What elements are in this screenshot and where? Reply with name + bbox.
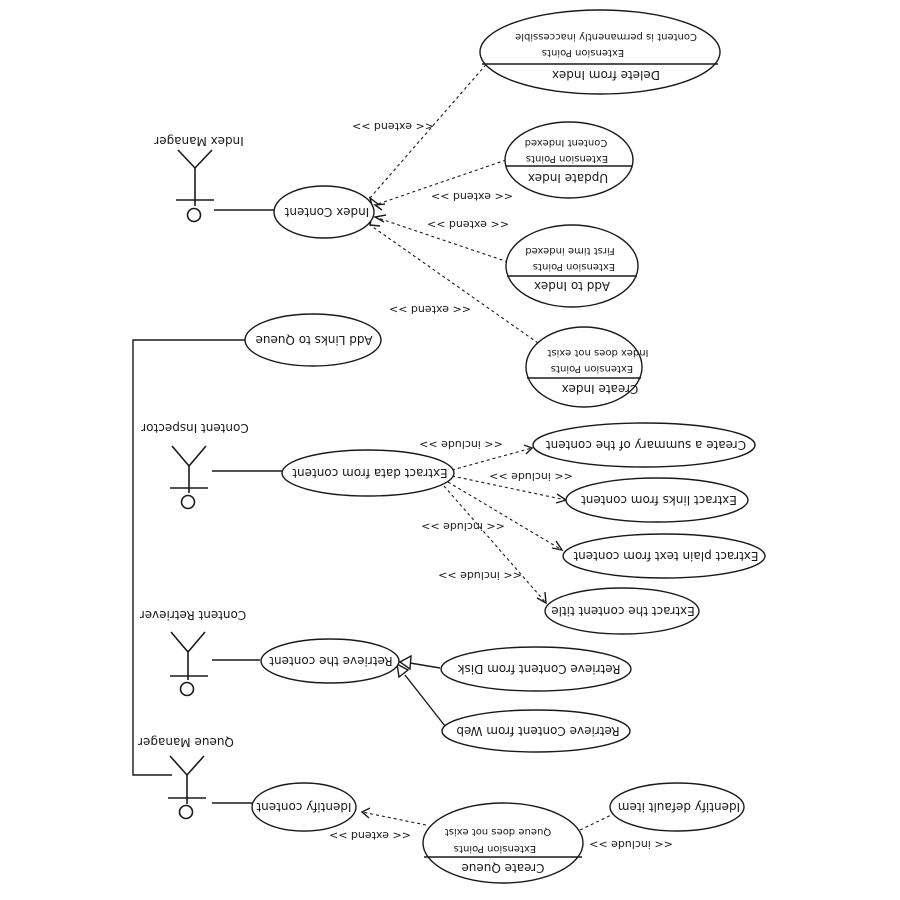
use-case-extract-plain-text [562, 533, 766, 579]
use-case-name-create-queue: Create Queue [461, 861, 544, 875]
actor-name-index-manager: Index Manager [154, 134, 244, 148]
use-case-name-add-links: Add Links to Queue [256, 333, 373, 347]
ext-point-create-index: Index does not exist [547, 347, 648, 358]
generalization-triangle-disk [398, 654, 412, 671]
ext-title-delete-from-index: Extension Points [542, 47, 624, 58]
use-case-retrieve-content [260, 638, 400, 684]
use-case-create-index [525, 326, 643, 408]
ext-point-create-queue: Queue does not exist [445, 826, 551, 837]
use-case-name-index-content: Index Content [284, 205, 369, 219]
extend-label-add: << extend >> [427, 218, 509, 231]
use-case-add-to-index [505, 224, 639, 308]
include-line-links [451, 475, 567, 501]
use-case-name-identify-default: Identify default item [618, 800, 740, 814]
actor-content-inspector [170, 445, 208, 510]
include-label-title: << include >> [438, 569, 522, 582]
include-label-plain: << include >> [421, 520, 505, 533]
extend-line-update [374, 159, 507, 206]
include-line-summary [451, 447, 533, 471]
use-case-name-extract-plain: Extract plain text from content [573, 549, 758, 563]
use-case-name-update-index: Update Index [528, 171, 608, 185]
actor-name-content-retriever: Content Retriever [140, 608, 247, 622]
use-case-name-identify-content: Identify content [256, 800, 351, 814]
use-case-name-extract-data: Extract data from content [292, 466, 448, 480]
include-label-links: << include >> [489, 470, 573, 483]
ext-title-create-queue: Extension Points [454, 843, 536, 854]
use-case-name-add-to-index: Add to Index [534, 279, 610, 293]
include-arrowheads [523, 444, 568, 605]
use-case-name-retrieve-content: Retrieve the content [269, 654, 393, 668]
ext-point-update-index: Content Indexed [525, 137, 608, 148]
ext-title-create-index: Extension Points [551, 363, 633, 374]
actor-name-content-inspector: Content Inspector [141, 421, 249, 435]
use-case-extract-data [281, 449, 455, 497]
use-case-delete-from-index [479, 9, 721, 95]
association-queue-manager-add-links [132, 339, 245, 776]
include-line-plain [447, 481, 563, 551]
extend-line-create-queue [361, 811, 427, 826]
use-case-identify-content [251, 782, 357, 832]
use-case-name-retrieve-disk: Retrieve Content from Disk [458, 662, 621, 676]
actor-queue-manager [168, 755, 206, 820]
actor-index-manager [176, 149, 214, 223]
use-case-identify-default-item [609, 782, 745, 832]
use-case-index-content [273, 185, 375, 239]
extend-label-create-queue: << extend >> [329, 829, 411, 842]
use-case-retrieve-from-disk [440, 646, 632, 692]
extend-arrowhead-create-queue [360, 807, 371, 819]
extend-line-delete [369, 59, 491, 199]
generalization-line-disk [409, 662, 441, 669]
use-case-name-retrieve-web: Retrieve Content from Web [456, 724, 619, 738]
use-case-name-extract-title: Extract the content title [551, 604, 695, 618]
use-case-add-links-to-queue [244, 313, 382, 367]
extend-label-create-index: << extend >> [389, 303, 471, 316]
include-label-summary: << include >> [419, 438, 503, 451]
extend-label-delete: << extend >> [352, 120, 434, 133]
extend-label-update: << extend >> [431, 190, 513, 203]
include-label-default-item: << include >> [589, 838, 673, 851]
ext-point-add-to-index: First time indexed [525, 245, 615, 256]
use-case-retrieve-from-web [441, 709, 631, 753]
ext-title-add-to-index: Extension Points [533, 261, 615, 272]
include-line-title [443, 485, 547, 604]
use-case-name-create-index: Create Index [562, 382, 639, 396]
actor-content-retriever [170, 631, 208, 697]
ext-title-update-index: Extension Points [526, 153, 608, 164]
use-case-create-queue [422, 802, 584, 884]
actor-name-queue-manager: Queue Manager [138, 735, 234, 749]
use-case-name-extract-links: Extract links from content [581, 493, 737, 507]
use-case-extract-links [565, 477, 749, 523]
use-case-extract-title [544, 587, 700, 635]
ext-point-delete-from-index: Content is permanently inaccessible [515, 31, 697, 42]
extend-line-create-index [369, 224, 549, 351]
use-case-create-summary [532, 422, 756, 468]
use-case-update-index [504, 121, 634, 199]
use-case-name-delete-from-index: Delete from Index [552, 68, 660, 82]
use-case-name-create-summary: Create a summary of the content [546, 438, 746, 452]
generalization-triangle-web [396, 662, 410, 679]
generalization-line-web [404, 674, 446, 727]
